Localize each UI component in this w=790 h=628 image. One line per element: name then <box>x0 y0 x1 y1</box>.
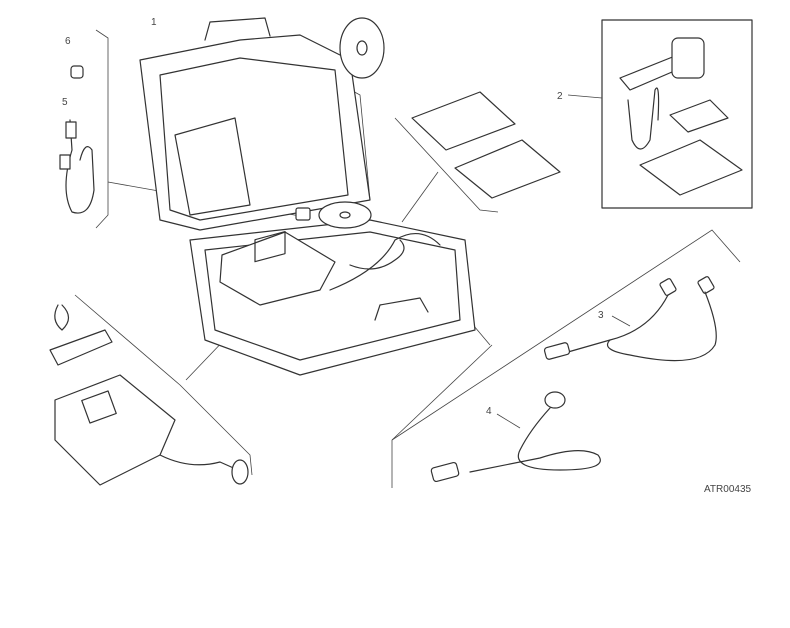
manuals <box>411 91 561 199</box>
callout-6: 6 <box>65 36 71 47</box>
callout-1: 1 <box>151 17 157 28</box>
callout-3: 3 <box>598 310 604 321</box>
usb-cable-5 <box>59 119 95 214</box>
cable-3 <box>543 276 717 362</box>
callout-4: 4 <box>486 406 492 417</box>
callout-2: 2 <box>557 91 563 102</box>
cable-4 <box>430 391 601 483</box>
adapter-6 <box>70 65 84 79</box>
interface-device <box>49 304 249 486</box>
carrying-case <box>139 17 476 376</box>
drawing-code: ATR00435 <box>704 484 752 495</box>
callout-5: 5 <box>62 97 68 108</box>
cd-disc <box>339 17 385 79</box>
kit-2 <box>567 19 753 209</box>
